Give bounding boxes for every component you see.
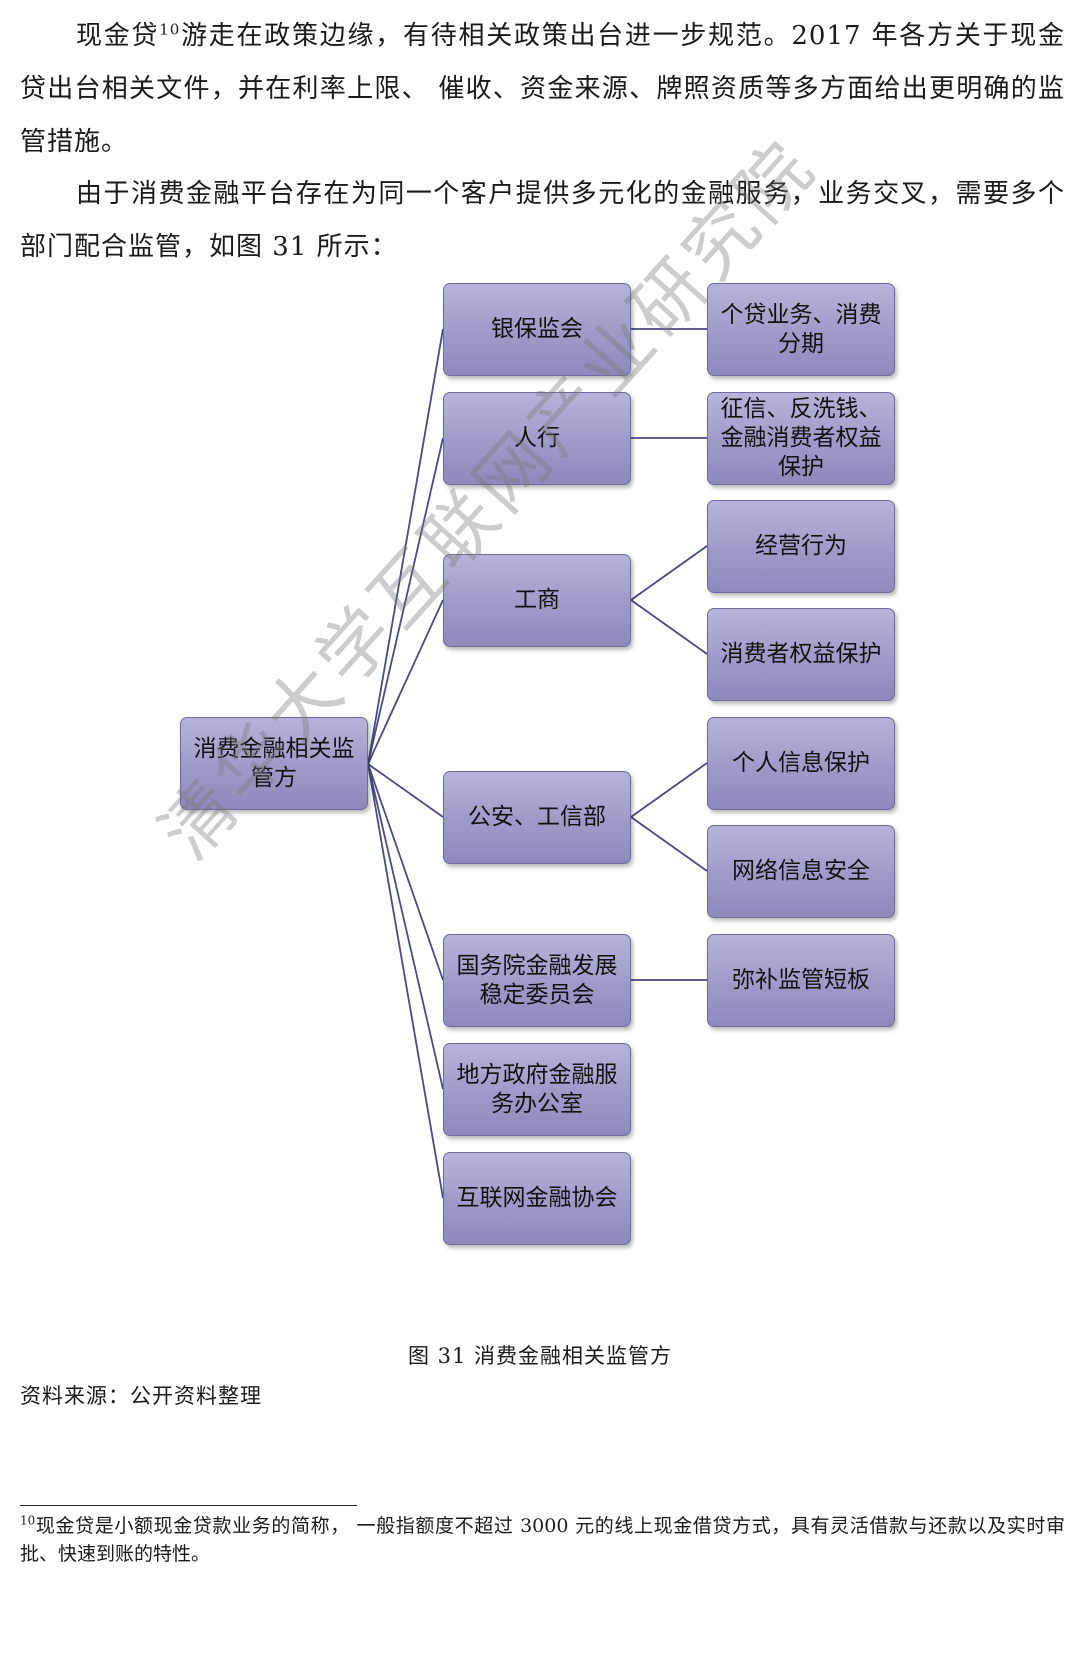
paragraph-text: 游走在政策边缘，有待相关政策出台进一步规范。2017 年各方关于现金贷出台相关文… [20, 21, 1065, 157]
footnote: 10现金贷是小额现金贷款业务的简称， 一般指额度不超过 3000 元的线上现金借… [20, 1512, 1065, 1568]
duty-box: 消费者权益保护 [707, 608, 895, 701]
regulator-label: 银保监会 [491, 316, 583, 342]
footnote-number: 10 [20, 1513, 36, 1528]
footnote-divider [20, 1505, 357, 1506]
duty-box: 网络信息安全 [707, 825, 895, 918]
root-to-regulator-line [367, 437, 444, 765]
root-box: 消费金融相关监管方 [180, 717, 368, 810]
footnote-text: 现金贷是小额现金贷款业务的简称， 一般指额度不超过 3000 元的线上现金借贷方… [20, 1515, 1065, 1565]
regulator-label: 务办公室 [491, 1090, 583, 1117]
duty-label: 保护 [778, 454, 824, 480]
regulator-box: 地方政府金融服务办公室 [443, 1043, 631, 1136]
paragraph-text: 现金贷 [76, 21, 160, 51]
root-label-line: 消费金融相关监 [193, 735, 355, 762]
duty-label: 网络信息安全 [732, 858, 870, 884]
duty-box: 个贷业务、消费分期 [707, 283, 895, 376]
regulator-label: 国务院金融发展 [456, 952, 618, 979]
figure-caption: 图 31 消费金融相关监管方 [407, 1344, 673, 1368]
regulator-tree-diagram: 消费金融相关监管方 银保监会 人行 工商 公安、工信部 国务院金融发展稳定委员会… [0, 280, 1080, 1330]
regulator-box: 工商 [443, 554, 631, 647]
root-to-regulator-line [367, 328, 444, 765]
duty-label: 弥补监管短板 [732, 967, 870, 993]
root-to-regulator-line [367, 763, 444, 981]
footnote-reference[interactable]: 10 [159, 20, 181, 39]
regulator-label: 地方政府金融服 [456, 1061, 618, 1088]
regulator-box: 国务院金融发展稳定委员会 [443, 934, 631, 1027]
source-note: 资料来源：公开资料整理 [20, 1384, 262, 1408]
paragraph-regulation-intro: 由于消费金融平台存在为同一个客户提供多元化的金融服务，业务交叉，需要多个部门配合… [20, 179, 1065, 262]
root-to-regulator-line [367, 763, 444, 818]
root-to-regulator-line [367, 763, 444, 1199]
duty-box: 个人信息保护 [707, 717, 895, 810]
duty-label: 经营行为 [755, 533, 847, 559]
regulator-label: 人行 [514, 425, 560, 451]
connector-lines [367, 328, 708, 1199]
regulator-to-duty-line [630, 816, 708, 872]
root-to-regulator-line [367, 599, 444, 765]
regulator-label: 稳定委员会 [479, 981, 595, 1008]
duty-label: 消费者权益保护 [720, 641, 882, 667]
regulator-box: 互联网金融协会 [443, 1152, 631, 1245]
regulator-to-duty-line [630, 762, 708, 818]
root-label-line: 管方 [251, 764, 297, 791]
duty-label: 征信、反洗钱、 [720, 396, 882, 422]
duty-box: 弥补监管短板 [707, 934, 895, 1027]
paragraph-cash-loan: 现金贷10游走在政策边缘，有待相关政策出台进一步规范。2017 年各方关于现金贷… [20, 10, 1065, 169]
root-to-regulator-line [367, 763, 444, 1090]
duty-box: 经营行为 [707, 500, 895, 593]
regulator-label: 互联网金融协会 [456, 1185, 618, 1211]
duty-label: 金融消费者权益 [720, 425, 882, 451]
regulator-label: 公安、工信部 [468, 804, 606, 830]
duty-box: 征信、反洗钱、金融消费者权益保护 [707, 392, 895, 485]
regulator-box: 人行 [443, 392, 631, 485]
duty-label: 个人信息保护 [732, 750, 870, 776]
duty-label: 个贷业务、消费 [720, 301, 882, 328]
regulator-to-duty-line [630, 599, 708, 655]
duty-label: 分期 [778, 330, 824, 357]
regulator-label: 工商 [514, 587, 560, 613]
regulator-box: 公安、工信部 [443, 771, 631, 864]
regulator-to-duty-line [630, 545, 708, 601]
regulator-box: 银保监会 [443, 283, 631, 376]
